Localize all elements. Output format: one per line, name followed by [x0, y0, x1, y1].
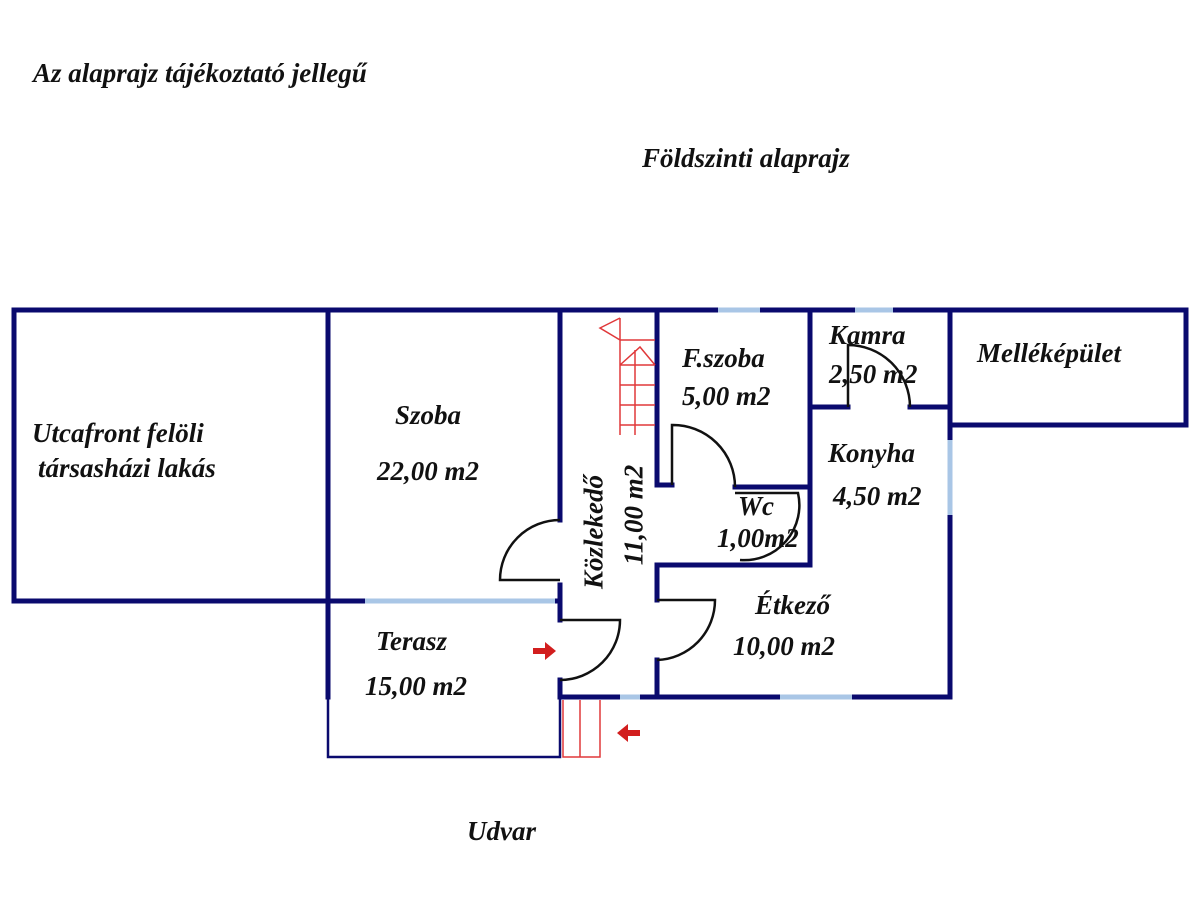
etkezo-area: 10,00 m2 [733, 631, 836, 661]
arrow-left-icon [617, 724, 640, 742]
konyha-name: Konyha [828, 438, 916, 468]
kozlekedo-name: Közlekedő [578, 475, 609, 589]
mellekepulet-name: Melléképület [977, 338, 1121, 368]
wc-area: 1,00m2 [717, 523, 799, 553]
neighbor-label-2: társasházi lakás [38, 453, 216, 483]
konyha-area: 4,50 m2 [833, 481, 922, 511]
fszoba-name: F.szoba [682, 343, 765, 373]
windows [365, 307, 953, 700]
fszoba-area: 5,00 m2 [682, 381, 771, 411]
entry-arrows [533, 642, 640, 742]
kamra-area: 2,50 m2 [829, 359, 918, 389]
arrow-right-icon [533, 642, 556, 660]
stairs [562, 317, 656, 758]
doors [498, 343, 912, 682]
disclaimer-note: Az alaprajz tájékoztató jellegű [33, 58, 367, 88]
plan-title: Földszinti alaprajz [642, 143, 850, 173]
kozlekedo-area: 11,00 m2 [618, 464, 649, 566]
szoba-area: 22,00 m2 [377, 456, 480, 486]
szoba-name: Szoba [395, 400, 462, 430]
terasz-area: 15,00 m2 [365, 671, 468, 701]
neighbor-label-1: Utcafront felöli [32, 418, 204, 448]
kamra-name: Kamra [829, 320, 906, 350]
wc-name: Wc [738, 491, 774, 521]
walls [11, 307, 1189, 759]
yard-label: Udvar [467, 816, 536, 846]
etkezo-name: Étkező [755, 590, 831, 620]
terasz-name: Terasz [376, 626, 448, 656]
